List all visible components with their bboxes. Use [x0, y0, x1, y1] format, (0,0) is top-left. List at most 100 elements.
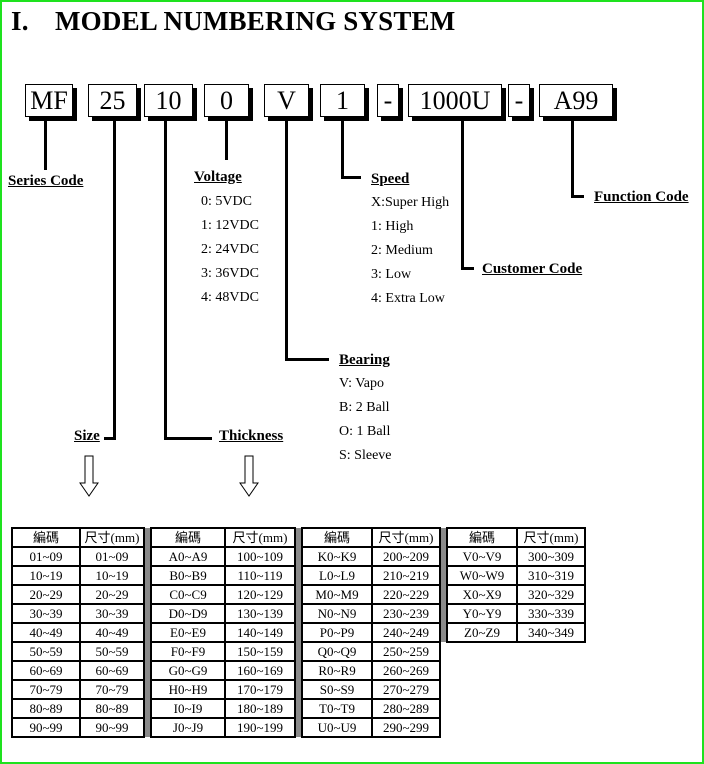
section-number: I.	[11, 6, 29, 36]
group-separator	[294, 661, 303, 680]
voltage-option: 4: 48VDC	[201, 290, 259, 305]
cell-size-mm: 310~319	[516, 565, 586, 586]
label-size: Size	[74, 428, 100, 444]
empty-cell	[447, 680, 517, 699]
cell-size-mm: 110~119	[224, 565, 296, 586]
group-separator	[143, 528, 152, 547]
cell-code: Z0~Z9	[446, 622, 518, 643]
connector-size	[113, 120, 116, 440]
label-bearing: Bearing	[339, 352, 390, 368]
code-box-dash-1: -	[377, 84, 399, 117]
cell-code: S0~S9	[301, 679, 373, 700]
empty-cell	[517, 680, 585, 699]
group-separator	[143, 680, 152, 699]
cell-code: C0~C9	[150, 584, 226, 605]
cell-size-mm: 80~89	[79, 698, 145, 719]
cell-size-mm: 50~59	[79, 641, 145, 662]
label-function-code: Function Code	[594, 189, 689, 205]
cell-size-mm: 300~309	[516, 546, 586, 567]
cell-size-mm: 340~349	[516, 622, 586, 643]
cell-size-mm: 210~219	[371, 565, 441, 586]
label-voltage: Voltage	[194, 169, 242, 185]
cell-code: Q0~Q9	[301, 641, 373, 662]
voltage-option: 0: 5VDC	[201, 194, 252, 209]
cell-code: 70~79	[11, 679, 81, 700]
group-separator	[440, 680, 447, 699]
cell-code: 30~39	[11, 603, 81, 624]
connector-voltage	[225, 120, 228, 160]
cell-size-mm: 120~129	[224, 584, 296, 605]
group-separator	[294, 566, 303, 585]
cell-code: 01~09	[11, 546, 81, 567]
code-box-thickness: 10	[144, 84, 193, 117]
group-separator	[294, 623, 303, 642]
bearing-option: O: 1 Ball	[339, 424, 391, 439]
connector-bearing	[285, 120, 288, 361]
cell-code: R0~R9	[301, 660, 373, 681]
cell-code: U0~U9	[301, 717, 373, 738]
cell-size-mm: 20~29	[79, 584, 145, 605]
cell-size-mm: 150~159	[224, 641, 296, 662]
group-separator	[439, 585, 448, 604]
speed-option: X:Super High	[371, 195, 450, 210]
empty-cell	[447, 699, 517, 718]
header-code: 編碼	[301, 527, 373, 548]
cell-size-mm: 10~19	[79, 565, 145, 586]
group-separator	[143, 699, 152, 718]
cell-size-mm: 190~199	[224, 717, 296, 738]
cell-code: Y0~Y9	[446, 603, 518, 624]
header-size-mm: 尺寸(mm)	[224, 527, 296, 548]
label-series-code: Series Code	[8, 173, 84, 189]
group-separator	[143, 566, 152, 585]
cell-code: J0~J9	[150, 717, 226, 738]
cell-size-mm: 130~139	[224, 603, 296, 624]
empty-cell	[517, 699, 585, 718]
group-separator	[143, 585, 152, 604]
bearing-option: B: 2 Ball	[339, 400, 390, 415]
empty-cell	[447, 718, 517, 737]
connector-thickness-h	[164, 437, 212, 440]
empty-cell	[447, 661, 517, 680]
group-separator	[143, 661, 152, 680]
group-separator	[439, 528, 448, 547]
cell-size-mm: 90~99	[79, 717, 145, 738]
label-thickness: Thickness	[219, 428, 284, 444]
cell-code: 80~89	[11, 698, 81, 719]
connector-speed-h	[341, 176, 361, 179]
cell-code: E0~E9	[150, 622, 226, 643]
speed-option: 1: High	[371, 219, 414, 234]
header-code: 編碼	[11, 527, 81, 548]
cell-size-mm: 30~39	[79, 603, 145, 624]
speed-option: 4: Extra Low	[371, 291, 445, 306]
connector-thickness	[164, 120, 167, 440]
cell-code: 90~99	[11, 717, 81, 738]
cell-code: T0~T9	[301, 698, 373, 719]
cell-size-mm: 320~329	[516, 584, 586, 605]
table-header-row: 編碼尺寸(mm)編碼尺寸(mm)編碼尺寸(mm)編碼尺寸(mm)	[11, 527, 586, 548]
cell-size-mm: 160~169	[224, 660, 296, 681]
empty-cell	[447, 642, 517, 661]
group-separator	[439, 623, 448, 642]
group-separator	[294, 585, 303, 604]
connector-speed	[341, 120, 344, 179]
connector-bearing-h	[285, 358, 329, 361]
cell-size-mm: 330~339	[516, 603, 586, 624]
bearing-option: V: Vapo	[339, 376, 384, 391]
voltage-option: 3: 36VDC	[201, 266, 259, 281]
cell-size-mm: 220~229	[371, 584, 441, 605]
cell-code: 20~29	[11, 584, 81, 605]
cell-code: X0~X9	[446, 584, 518, 605]
code-box-customer: 1000U	[408, 84, 502, 117]
header-size-mm: 尺寸(mm)	[516, 527, 586, 548]
group-separator	[294, 604, 303, 623]
group-separator	[143, 547, 152, 566]
label-speed: Speed	[371, 171, 410, 187]
cell-size-mm: 240~249	[371, 622, 441, 643]
